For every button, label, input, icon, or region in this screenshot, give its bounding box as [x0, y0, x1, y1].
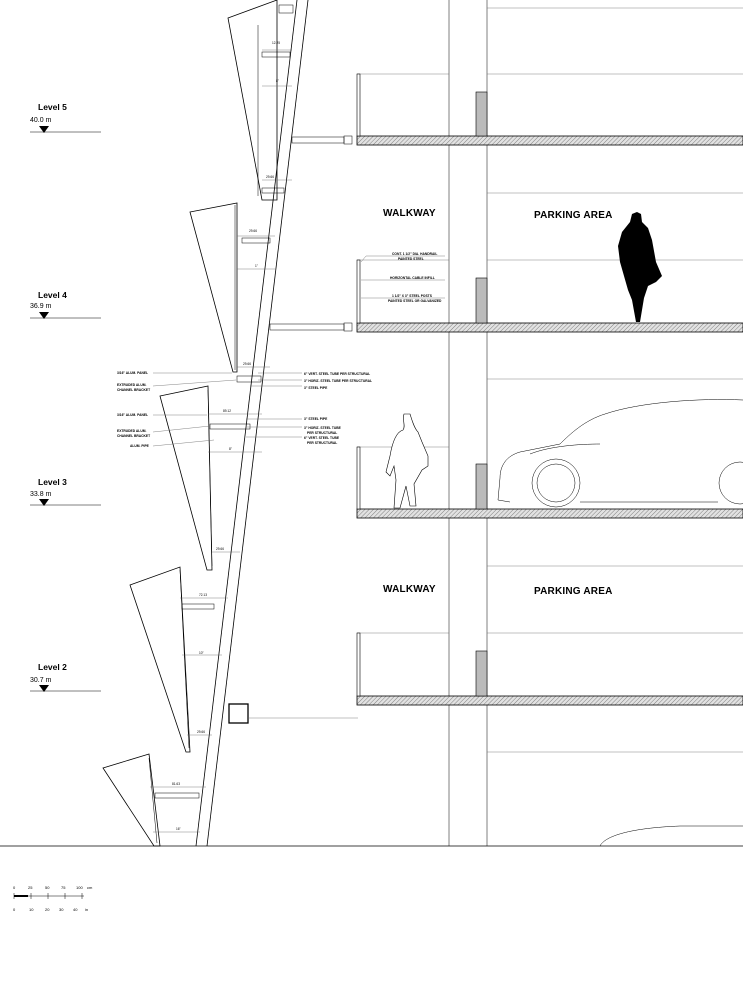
scale-tick-label: 40	[73, 907, 78, 912]
level-marker-3: Level 3 33.8 m	[30, 477, 101, 506]
scale-tick-label: 0	[13, 907, 16, 912]
level-name: Level 3	[38, 477, 67, 487]
facade-panel-level-4: 29.66 1" 29.66	[189, 202, 275, 383]
dimension-label: 81.63	[172, 782, 180, 786]
dimension-label: 8"	[276, 79, 279, 83]
facade-panel-bottom: 81.63 16"	[102, 753, 206, 847]
dimension-label: 89.12	[223, 409, 231, 413]
scale-tick-label: 10	[29, 907, 34, 912]
zone-label-walkway: WALKWAY	[383, 584, 436, 595]
dimension-label: 8"	[229, 447, 232, 451]
dimension-label: 16"	[176, 827, 181, 831]
level-triangle-icon	[39, 126, 49, 133]
scale-bar: 0 25 50 75 100 cm 0 10 20 30 40 in	[13, 885, 93, 912]
note-text: 6" VERT. STEEL TUBE PER STRUCTURAL	[304, 372, 370, 376]
panel-notes-upper: 3/16" ALUM. PANEL EXTRUDED ALUM. CHANNEL…	[117, 371, 372, 392]
railings	[356, 73, 361, 697]
note-text: 3/16" ALUM. PANEL	[117, 413, 148, 417]
scale-tick-label: 30	[59, 907, 64, 912]
level-triangle-icon	[39, 312, 49, 319]
level-name: Level 4	[38, 290, 67, 300]
note-text: PER STRUCTURAL	[307, 441, 337, 445]
note-text: CONT. 1 1/2" DIA. HANDRAIL	[392, 252, 437, 256]
level-marker-4: Level 4 36.9 m	[30, 290, 101, 319]
dimension-label: 29.66	[216, 547, 224, 551]
level-elevation: 40.0 m	[30, 117, 52, 124]
scale-unit: in	[85, 907, 88, 912]
dimension-label: 72.13	[199, 593, 207, 597]
dimension-label: 10"	[199, 651, 204, 655]
scale-tick-label: 100	[76, 885, 83, 890]
scale-tick-label: 20	[45, 907, 50, 912]
note-text: CHANNEL BRACKET	[117, 388, 150, 392]
level-name: Level 2	[38, 662, 67, 672]
note-text: 1 1/2" X 3" STEEL POSTS	[392, 294, 433, 298]
level-triangle-icon	[39, 499, 49, 506]
zone-label-walkway: WALKWAY	[383, 208, 436, 219]
note-text: 3" HORIZ. STEEL TUBE PER STRUCTURAL	[304, 379, 372, 383]
person-silhouette-icon	[618, 212, 662, 322]
note-text: HORIZONTAL CABLE INFILL	[390, 276, 435, 280]
dimension-label: 29.66	[243, 362, 251, 366]
note-text: 3" STEEL PIPE	[304, 417, 328, 421]
note-text: 6" VERT. STEEL TUBE	[304, 436, 340, 440]
note-text: CHANNEL BRACKET	[117, 434, 150, 438]
railing-notes: CONT. 1 1/2" DIA. HANDRAIL PAINTED STEEL…	[360, 252, 445, 303]
dimension-label: 12.25	[272, 41, 280, 45]
bracket-box	[228, 703, 249, 724]
car-outline-icon	[497, 399, 743, 508]
scale-tick-label: 75	[61, 885, 66, 890]
note-text: PER STRUCTURAL	[307, 431, 337, 435]
dimension-label: 29.66	[249, 229, 257, 233]
zone-label-parking: PARKING AREA	[534, 586, 613, 597]
panel-notes-lower: 3/16" ALUM. PANEL EXTRUDED ALUM. CHANNEL…	[117, 413, 342, 448]
scale-tick-label: 0	[13, 885, 16, 890]
note-text: EXTRUDED ALUM.	[117, 429, 146, 433]
zone-label-parking: PARKING AREA	[534, 210, 613, 221]
floor-slab	[356, 135, 743, 146]
level-marker-5: Level 5 40.0 m	[30, 102, 101, 133]
facade-panel-level-3: 89.12 8" 29.66	[159, 385, 262, 571]
dimension-label: 1"	[255, 264, 258, 268]
slab-connections	[228, 135, 358, 724]
level-elevation: 30.7 m	[30, 677, 52, 684]
floor-slab	[356, 508, 743, 519]
inclined-support-tube	[195, 0, 309, 847]
note-text: PAINTED STEEL OR GALVANIZED	[388, 299, 442, 303]
note-text: 3/16" ALUM. PANEL	[117, 371, 148, 375]
note-text: ALUM. PIPE	[130, 444, 150, 448]
note-text: 3" STEEL PIPE	[304, 386, 328, 390]
note-text: 3" HORIZ. STEEL TUBE	[304, 426, 342, 430]
floor-slab	[356, 322, 743, 333]
level-elevation: 36.9 m	[30, 303, 52, 310]
scale-tick-label: 50	[45, 885, 50, 890]
dimension-label: 29.66	[266, 175, 274, 179]
level-triangle-icon	[39, 685, 49, 692]
facade-panel-top: 12.25 8" 29.66	[227, 0, 294, 201]
building-structure	[0, 0, 743, 847]
facade-panel-level-2: 72.13 10" 29.66	[129, 566, 228, 753]
note-text: EXTRUDED ALUM.	[117, 383, 146, 387]
note-text: PAINTED STEEL	[398, 257, 424, 261]
floor-slab	[356, 695, 743, 706]
level-marker-2: Level 2 30.7 m	[30, 662, 101, 692]
person-outline-icon	[385, 413, 429, 509]
scale-tick-label: 25	[28, 885, 33, 890]
level-name: Level 5	[38, 102, 67, 112]
level-elevation: 33.8 m	[30, 491, 52, 498]
dimension-label: 29.66	[197, 730, 205, 734]
car-outline-icon	[599, 825, 743, 847]
scale-unit: cm	[87, 885, 93, 890]
